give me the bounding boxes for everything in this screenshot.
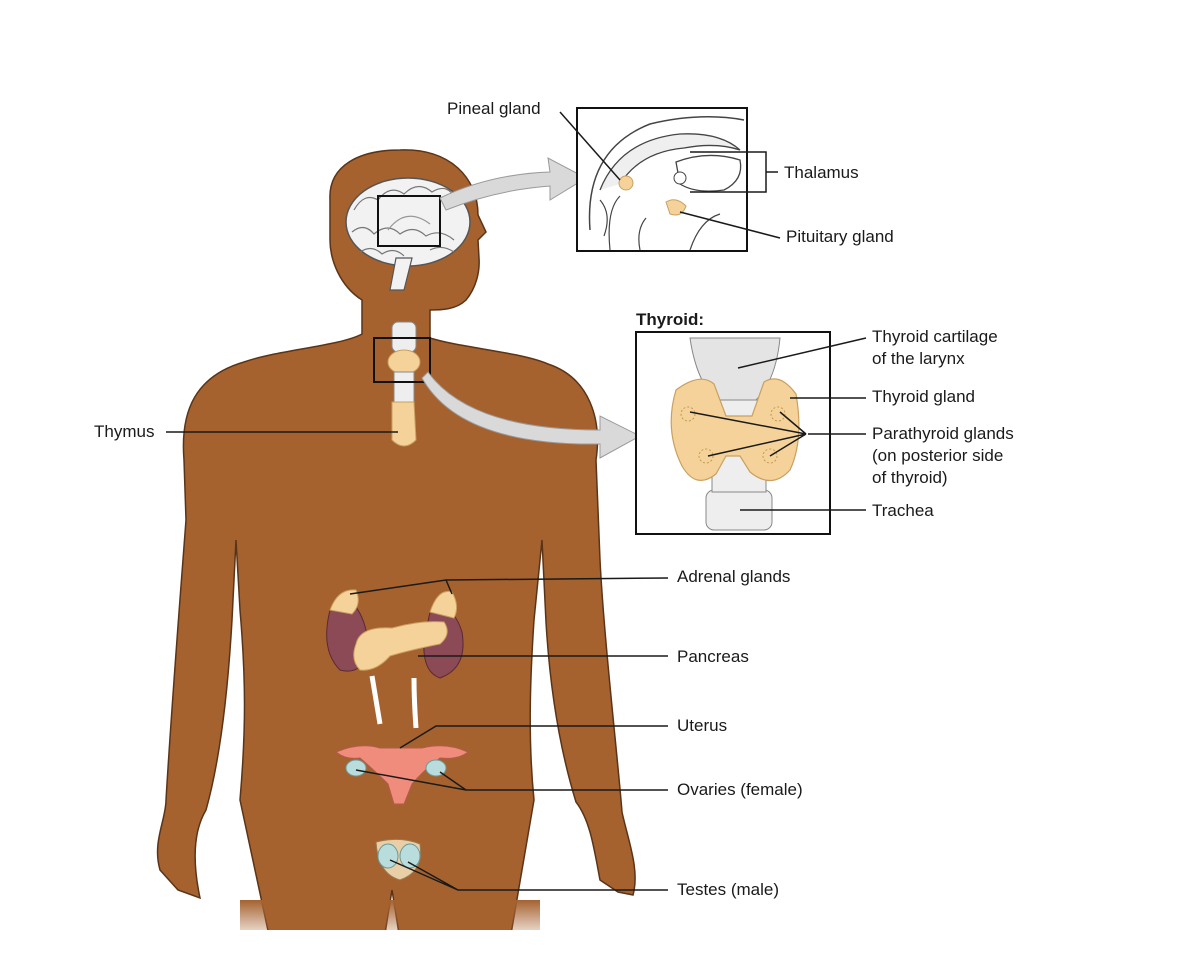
pituitary-gland-shape	[665, 199, 687, 216]
thyroid-inset	[635, 331, 831, 535]
brain-mini-detail	[387, 215, 431, 231]
leader-testes	[389, 859, 668, 891]
thalamus-dot	[673, 171, 687, 185]
leader-thalamus	[690, 151, 778, 193]
brain-inset-frame	[576, 107, 748, 252]
label-adrenal-glands: Adrenal glands	[677, 567, 791, 586]
brain-zoom-box	[377, 195, 441, 247]
thalamus-region	[675, 154, 742, 192]
parathyroid-1	[680, 406, 696, 422]
label-testes: Testes (male)	[677, 880, 780, 899]
thyroid-gland-shape	[670, 378, 800, 482]
leader-pituitary	[679, 211, 781, 239]
leader-uterus	[399, 725, 668, 749]
brain-inset	[576, 107, 748, 252]
label-parathyroid-2: (on posterior side	[872, 446, 1004, 465]
testis-left	[377, 843, 399, 869]
label-trachea: Trachea	[872, 501, 934, 520]
pineal-gland-dot	[618, 175, 634, 191]
label-pancreas: Pancreas	[677, 647, 749, 666]
label-thyroid-gland: Thyroid gland	[872, 387, 976, 406]
label-thyroid-title: Thyroid:	[636, 310, 704, 329]
leader-ovaries	[355, 769, 668, 791]
trachea-small	[393, 371, 415, 403]
pancreas-organ	[353, 621, 448, 671]
brain-folds	[351, 185, 457, 257]
thyroid-zoom-box	[373, 337, 431, 383]
brainstem	[389, 257, 413, 291]
ovary-left	[345, 759, 367, 777]
leader-adrenal	[349, 577, 669, 595]
thyroid-small	[387, 349, 421, 375]
corpus-callosum	[599, 133, 741, 191]
label-parathyroid-1: Parathyroid glands	[872, 424, 1014, 443]
testis-right	[399, 843, 421, 869]
brain	[345, 177, 471, 291]
label-thalamus: Thalamus	[784, 163, 859, 182]
leader-parathyroid	[689, 411, 866, 457]
parathyroid-4	[762, 448, 778, 464]
label-thymus: Thymus	[94, 422, 155, 441]
leader-thyroid-cartilage	[737, 337, 867, 369]
ureters	[369, 675, 419, 729]
leader-pineal	[559, 111, 621, 181]
label-parathyroid-3: of thyroid)	[872, 468, 948, 487]
label-thyroid-cartilage-1: Thyroid cartilage	[872, 327, 998, 346]
label-ovaries: Ovaries (female)	[677, 780, 803, 799]
thymus-organ	[391, 401, 417, 447]
brain-inset-lines	[599, 195, 721, 251]
adrenal-left	[329, 589, 359, 615]
arrow-to-brain-inset	[439, 157, 588, 211]
body-outline	[156, 149, 636, 941]
label-thyroid-cartilage-2: of the larynx	[872, 349, 965, 368]
parathyroid-3	[698, 448, 714, 464]
body-silhouette	[156, 149, 636, 950]
bottom-white	[230, 930, 550, 950]
label-pituitary-gland: Pituitary gland	[786, 227, 894, 246]
brain-inset-outer	[588, 116, 745, 231]
abdomen-organs	[326, 589, 464, 729]
parathyroid-2	[770, 406, 786, 422]
leader-lines	[166, 111, 867, 891]
arrow-to-thyroid-inset	[421, 371, 642, 459]
label-pineal-gland: Pineal gland	[447, 99, 541, 118]
adrenal-right	[429, 590, 458, 619]
label-uterus: Uterus	[677, 716, 728, 735]
